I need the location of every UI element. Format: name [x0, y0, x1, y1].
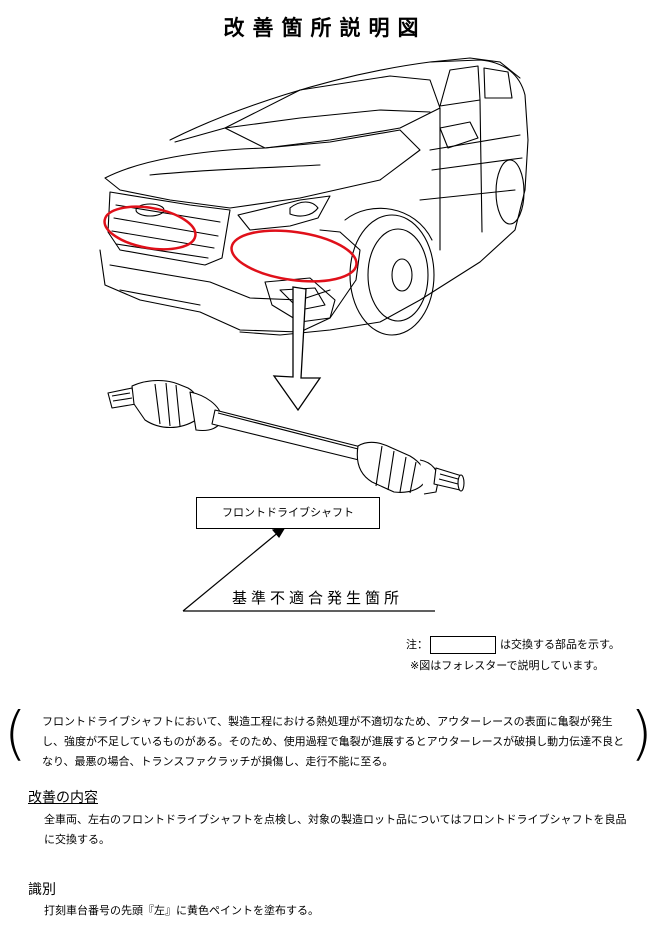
- highlight-grille-ellipse: [103, 205, 197, 251]
- improvement-text: 全車両、左右のフロントドライブシャフトを点検し、対象の製造ロット品についてはフロ…: [44, 813, 627, 846]
- vehicle-illustration: [99, 57, 529, 612]
- bracket-left: (: [4, 699, 27, 767]
- headlight: [237, 195, 331, 231]
- note-legend: 注： は交換する部品を示す。: [406, 636, 620, 654]
- legend-swatch: [430, 636, 496, 654]
- page-title: 改善箇所説明図: [223, 16, 427, 40]
- car-body-outline: [169, 59, 529, 336]
- fog-lamp: [264, 277, 336, 323]
- drive-shaft-illustration: [107, 379, 465, 495]
- improvement-heading: 改善の内容: [28, 790, 98, 806]
- note-prefix: 注：: [406, 638, 428, 651]
- note-suffix: は交換する部品を示す。: [500, 638, 620, 651]
- highlight-bumper-ellipse: [230, 229, 358, 283]
- identification-heading: 識別: [28, 882, 56, 898]
- defect-location-label: 基準不適合発生箇所: [232, 589, 404, 607]
- note-line-2: ※図はフォレスターで説明しています。: [410, 659, 605, 672]
- down-arrow: [272, 286, 322, 412]
- front-grille: [107, 191, 231, 266]
- side-mirror: [439, 121, 479, 149]
- part-name-label: フロントドライブシャフト: [196, 497, 380, 529]
- bracket-right: ): [630, 704, 650, 762]
- hood: [104, 129, 421, 209]
- identification-text: 打刻車台番号の先頭『左』に黄色ペイントを塗布する。: [44, 904, 319, 917]
- defect-description: フロントドライブシャフトにおいて、製造工程における熱処理が不適切なため、アウター…: [42, 715, 625, 768]
